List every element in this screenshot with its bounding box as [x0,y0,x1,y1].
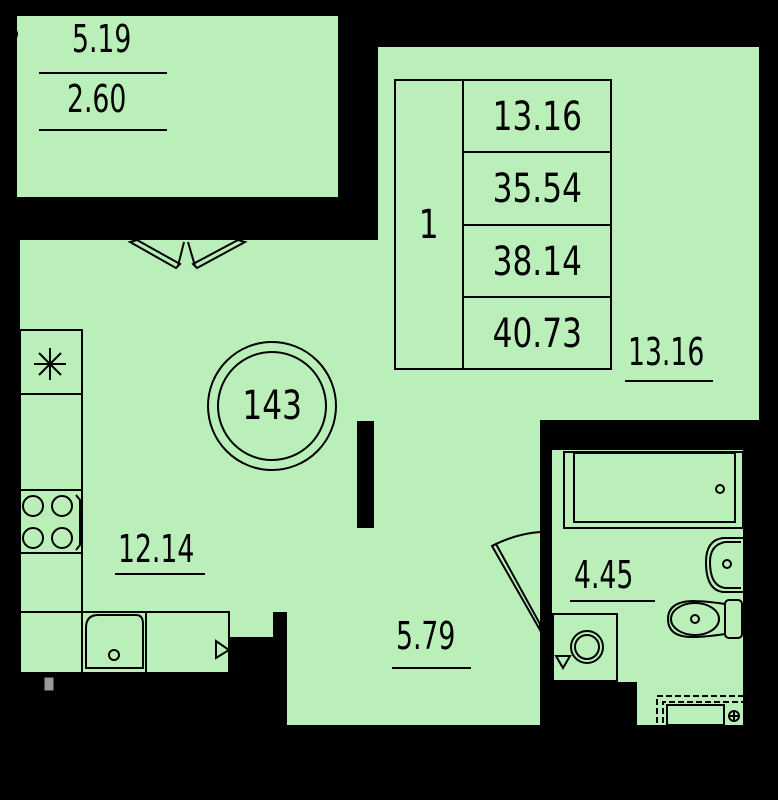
summary-value-3: 38.14 [492,238,582,285]
bathroom-area-label: 4.45 [574,553,634,597]
kitchen-counter [19,329,230,674]
fridge-marker-icon [215,639,231,660]
balcony-reduced-area-label: 2.60 [67,77,127,121]
balcony-area [17,16,338,197]
hallway-underline [392,667,471,669]
shower-tray-icon [656,695,743,726]
stove-icon [22,494,81,551]
washing-machine-icon [552,613,618,682]
bathtub-icon [563,451,744,529]
bathroom-door[interactable] [490,531,541,634]
vent-icon [43,676,55,692]
summary-table [394,79,612,370]
balcony-area-label: 5.19 [72,17,132,61]
kitchen-area-label: 12.14 [118,527,195,571]
living-room-underline [625,380,713,382]
apartment-number-badge [207,341,337,471]
apartment-number: 143 [242,383,302,429]
extractor-hood-icon [34,348,66,380]
summary-value-1: 13.16 [492,94,582,140]
partition-wall [357,421,374,528]
sink-icon [85,614,144,669]
hallway-area-label: 5.79 [396,614,456,658]
balcony-reduced-underline [39,129,167,131]
toilet-icon [666,599,743,639]
washbasin-icon [704,537,743,593]
summary-value-4: 40.73 [492,310,582,357]
kitchen-hallway-area [20,47,540,730]
balcony-area-underline [39,72,167,74]
balcony-door[interactable] [127,238,248,270]
bathroom-underline [570,600,655,602]
living-room-area-label: 13.16 [628,330,705,374]
summary-value-2: 35.54 [492,166,582,212]
summary-rooms-count: 1 [419,201,439,248]
kitchen-underline [115,573,205,575]
